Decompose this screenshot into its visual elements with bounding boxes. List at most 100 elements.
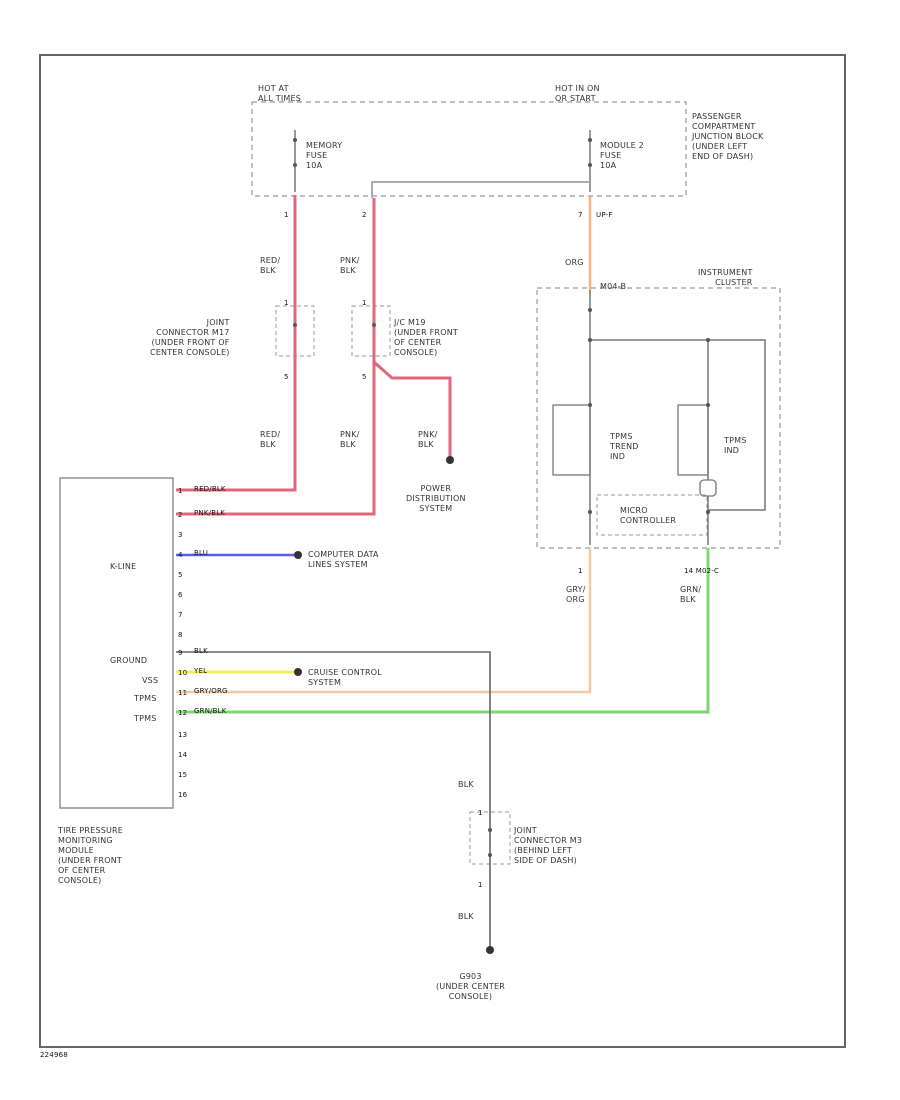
connector-label: 14 M02-C: [684, 567, 720, 575]
wire-color-label: PNK/ BLK: [418, 430, 438, 449]
tpms-label-1: TPMS: [134, 694, 157, 703]
module2-fuse-label: MODULE 2 FUSE 10A: [600, 141, 644, 170]
pin-label: 1: [178, 487, 183, 495]
node-dot: [706, 510, 710, 514]
node-dot: [588, 510, 592, 514]
pin-label: 11: [178, 689, 188, 697]
trend-ind-box: [552, 404, 591, 476]
pin-label: 5: [362, 373, 367, 381]
pin-wire-label: GRY/ORG: [194, 687, 228, 695]
pin-wire-label: BLU: [194, 549, 209, 557]
node-dot: [488, 828, 492, 832]
power-dist-terminal: [446, 456, 454, 464]
joint-m3-label: JOINT CONNECTOR M3 (BEHIND LEFT SIDE OF …: [514, 826, 583, 865]
micro-controller-box: [596, 494, 708, 536]
connector-label: M04-B: [600, 282, 627, 291]
cruise-control-label: CRUISE CONTROL SYSTEM: [308, 668, 382, 687]
pin-wire-label: BLK: [194, 647, 208, 655]
vss-label: VSS: [142, 676, 159, 685]
red-blk-wire: [176, 195, 297, 492]
tpm-module-box: [59, 477, 174, 809]
node-dot: [293, 323, 297, 327]
tpms-ind-box: [677, 404, 709, 476]
wire-color-label: BLK: [458, 780, 474, 789]
pin-label: 15: [178, 771, 188, 779]
instrument-cluster-outline: [536, 287, 781, 549]
pin-label: 1: [478, 809, 483, 817]
pin-label: 10: [178, 669, 188, 677]
wire-color-label: PNK/ BLK: [340, 256, 360, 275]
wire-color-label: BLK: [458, 912, 474, 921]
joint-m17-label: JOINT CONNECTOR M17 (UNDER FRONT OF CENT…: [150, 318, 230, 357]
fuse-dot: [588, 138, 592, 142]
tpms-label-2: TPMS: [134, 714, 157, 723]
gry-org-wire: [176, 548, 592, 694]
micro-controller-label: MICRO CONTROLLER: [620, 506, 677, 525]
pin-wire-label: RED/BLK: [194, 485, 226, 493]
ground-terminal: [486, 946, 494, 954]
grn-blk-wire: [176, 548, 710, 714]
jc-m19-label: J/C M19 (UNDER FRONT OF CENTER CONSOLE): [394, 318, 459, 357]
pin-label: 4: [178, 551, 183, 559]
fuse-dot: [293, 138, 297, 142]
junction-block-outline: [251, 101, 687, 197]
node-dot: [706, 403, 710, 407]
pin-label: 1: [362, 299, 367, 307]
pnk-blk-wire: [176, 198, 376, 516]
wire-color-label: GRN/ BLK: [680, 585, 702, 604]
connector-label: UP-F: [596, 211, 613, 219]
fuse-dot: [588, 163, 592, 167]
node-dot: [372, 323, 376, 327]
tpms-trend-ind-label: TPMS TREND IND: [610, 432, 639, 461]
fuse-dot: [293, 163, 297, 167]
node-dot: [588, 403, 592, 407]
pin-wire-label: PNK/BLK: [194, 509, 226, 517]
k-line-label: K-LINE: [110, 562, 137, 571]
wire-color-label: RED/ BLK: [260, 430, 281, 449]
cluster-bus: [590, 339, 766, 511]
pin-label: 5: [284, 373, 289, 381]
pin-label: 3: [178, 531, 183, 539]
pin-label: 1: [578, 567, 583, 575]
junction-block-label: PASSENGER COMPARTMENT JUNCTION BLOCK (UN…: [692, 112, 764, 161]
blk-ground-wire: [176, 651, 491, 948]
pin-label: 1: [478, 881, 483, 889]
wire-color-label: ORG: [565, 258, 584, 267]
pin-wire-label: GRN/BLK: [194, 707, 227, 715]
pin-label: 6: [178, 591, 183, 599]
node-dot: [706, 338, 710, 342]
hot-in-on-label: HOT IN ON OR START: [555, 84, 600, 103]
pin-label: 14: [178, 751, 188, 759]
pin-wire-label: YEL: [194, 667, 208, 675]
indicator-lamp: [699, 479, 717, 497]
wire-color-label: GRY/ ORG: [566, 585, 586, 604]
node-dot: [588, 338, 592, 342]
pin-label: 12: [178, 709, 188, 717]
pin-label: 1: [284, 211, 289, 219]
pin-label: 5: [178, 571, 183, 579]
pin-label: 7: [578, 211, 583, 219]
computer-data-label: COMPUTER DATA LINES SYSTEM: [308, 550, 379, 569]
hot-at-all-times-label: HOT AT ALL TIMES: [258, 84, 302, 103]
pin-label: 2: [362, 211, 367, 219]
g903-label: G903 (UNDER CENTER CONSOLE): [436, 972, 506, 1001]
node-dot: [488, 853, 492, 857]
tpms-ind-label: TPMS IND: [724, 436, 747, 455]
pin-label: 1: [284, 299, 289, 307]
instrument-cluster-label: INSTRUMENT CLUSTER: [698, 268, 753, 287]
computer-data-terminal: [294, 551, 302, 559]
tpm-module-label: TIRE PRESSURE MONITORING MODULE (UNDER F…: [58, 826, 124, 885]
memory-fuse-label: MEMORY FUSE 10A: [306, 141, 343, 170]
outer-frame: [39, 54, 846, 1048]
wire-color-label: PNK/ BLK: [340, 430, 360, 449]
figure-id: 224968: [40, 1051, 68, 1059]
ground-label: GROUND: [110, 656, 148, 665]
power-distribution-label: POWER DISTRIBUTION SYSTEM: [406, 484, 466, 513]
pin-label: 7: [178, 611, 183, 619]
cruise-control-terminal: [294, 668, 302, 676]
pin-label: 13: [178, 731, 188, 739]
bus-wire: [371, 181, 590, 198]
pnk-blk-branch-wire: [373, 360, 452, 458]
